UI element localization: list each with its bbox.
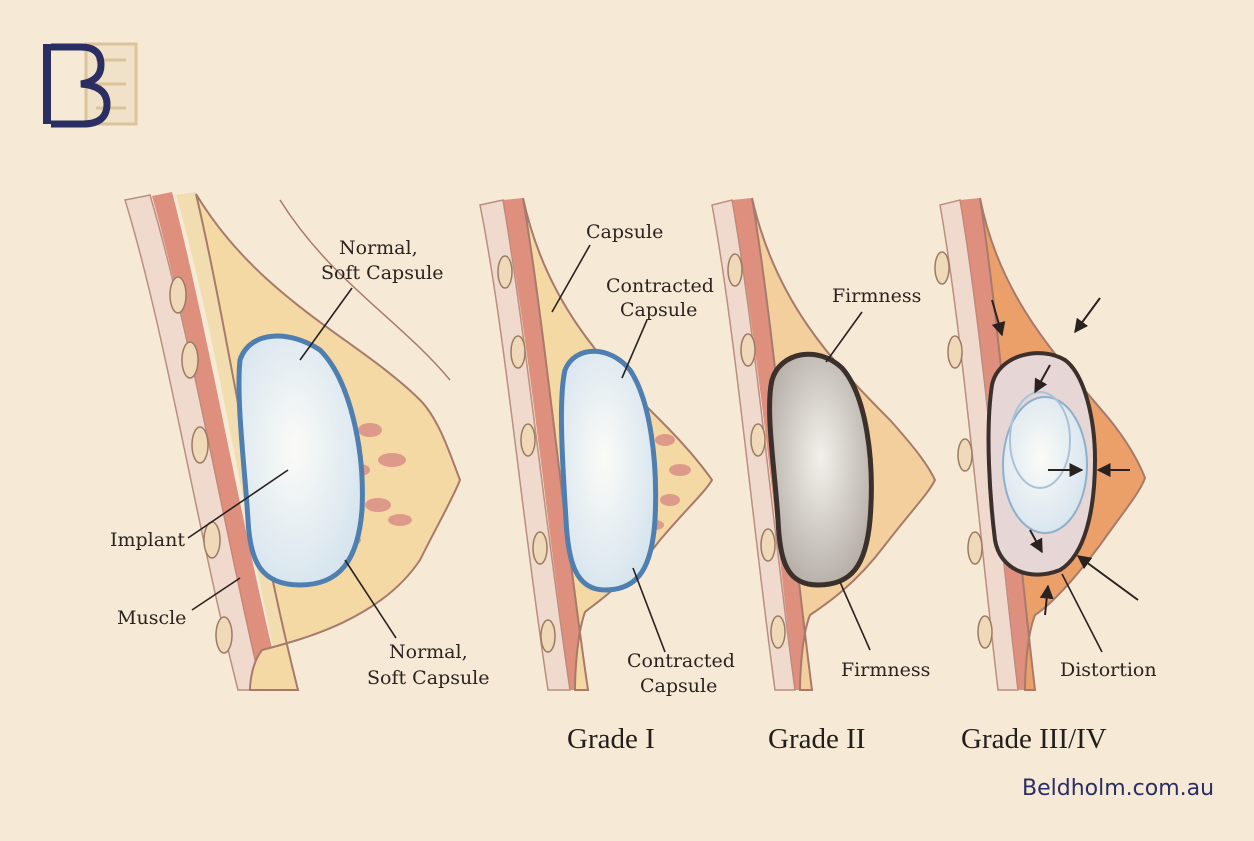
grade-2-title: Grade II xyxy=(768,723,865,755)
panel-grade-2: Firmness Firmness Grade II xyxy=(711,197,937,755)
label-contracted-capsule-bottom-2: Capsule xyxy=(640,675,717,697)
label-muscle: Muscle xyxy=(117,607,186,629)
grade-3-4-title: Grade III/IV xyxy=(961,723,1107,755)
label-capsule: Capsule xyxy=(586,221,663,243)
label-normal-soft-capsule-bottom-2: Soft Capsule xyxy=(367,667,490,689)
grade-1-title: Grade I xyxy=(567,723,655,755)
panel-normal: Normal, Soft Capsule Implant Muscle Norm… xyxy=(110,192,490,691)
label-firmness-bottom: Firmness xyxy=(841,659,930,681)
panel-grade-3-4: Distortion Grade III/IV xyxy=(934,197,1157,755)
label-contracted-capsule-top-2: Capsule xyxy=(620,299,697,321)
label-normal-soft-capsule-top-2: Soft Capsule xyxy=(321,262,444,284)
label-contracted-capsule-top-1: Contracted xyxy=(606,275,714,297)
label-implant: Implant xyxy=(110,529,185,551)
label-distortion: Distortion xyxy=(1060,659,1157,681)
label-normal-soft-capsule-top-1: Normal, xyxy=(339,237,418,259)
brand-logo xyxy=(43,42,138,128)
panel-grade-1: Capsule Contracted Capsule Contracted Ca… xyxy=(479,197,735,755)
website-link[interactable]: Beldholm.com.au xyxy=(1022,776,1215,801)
label-contracted-capsule-bottom-1: Contracted xyxy=(627,650,735,672)
label-firmness-top: Firmness xyxy=(832,285,921,307)
label-normal-soft-capsule-bottom-1: Normal, xyxy=(389,641,468,663)
